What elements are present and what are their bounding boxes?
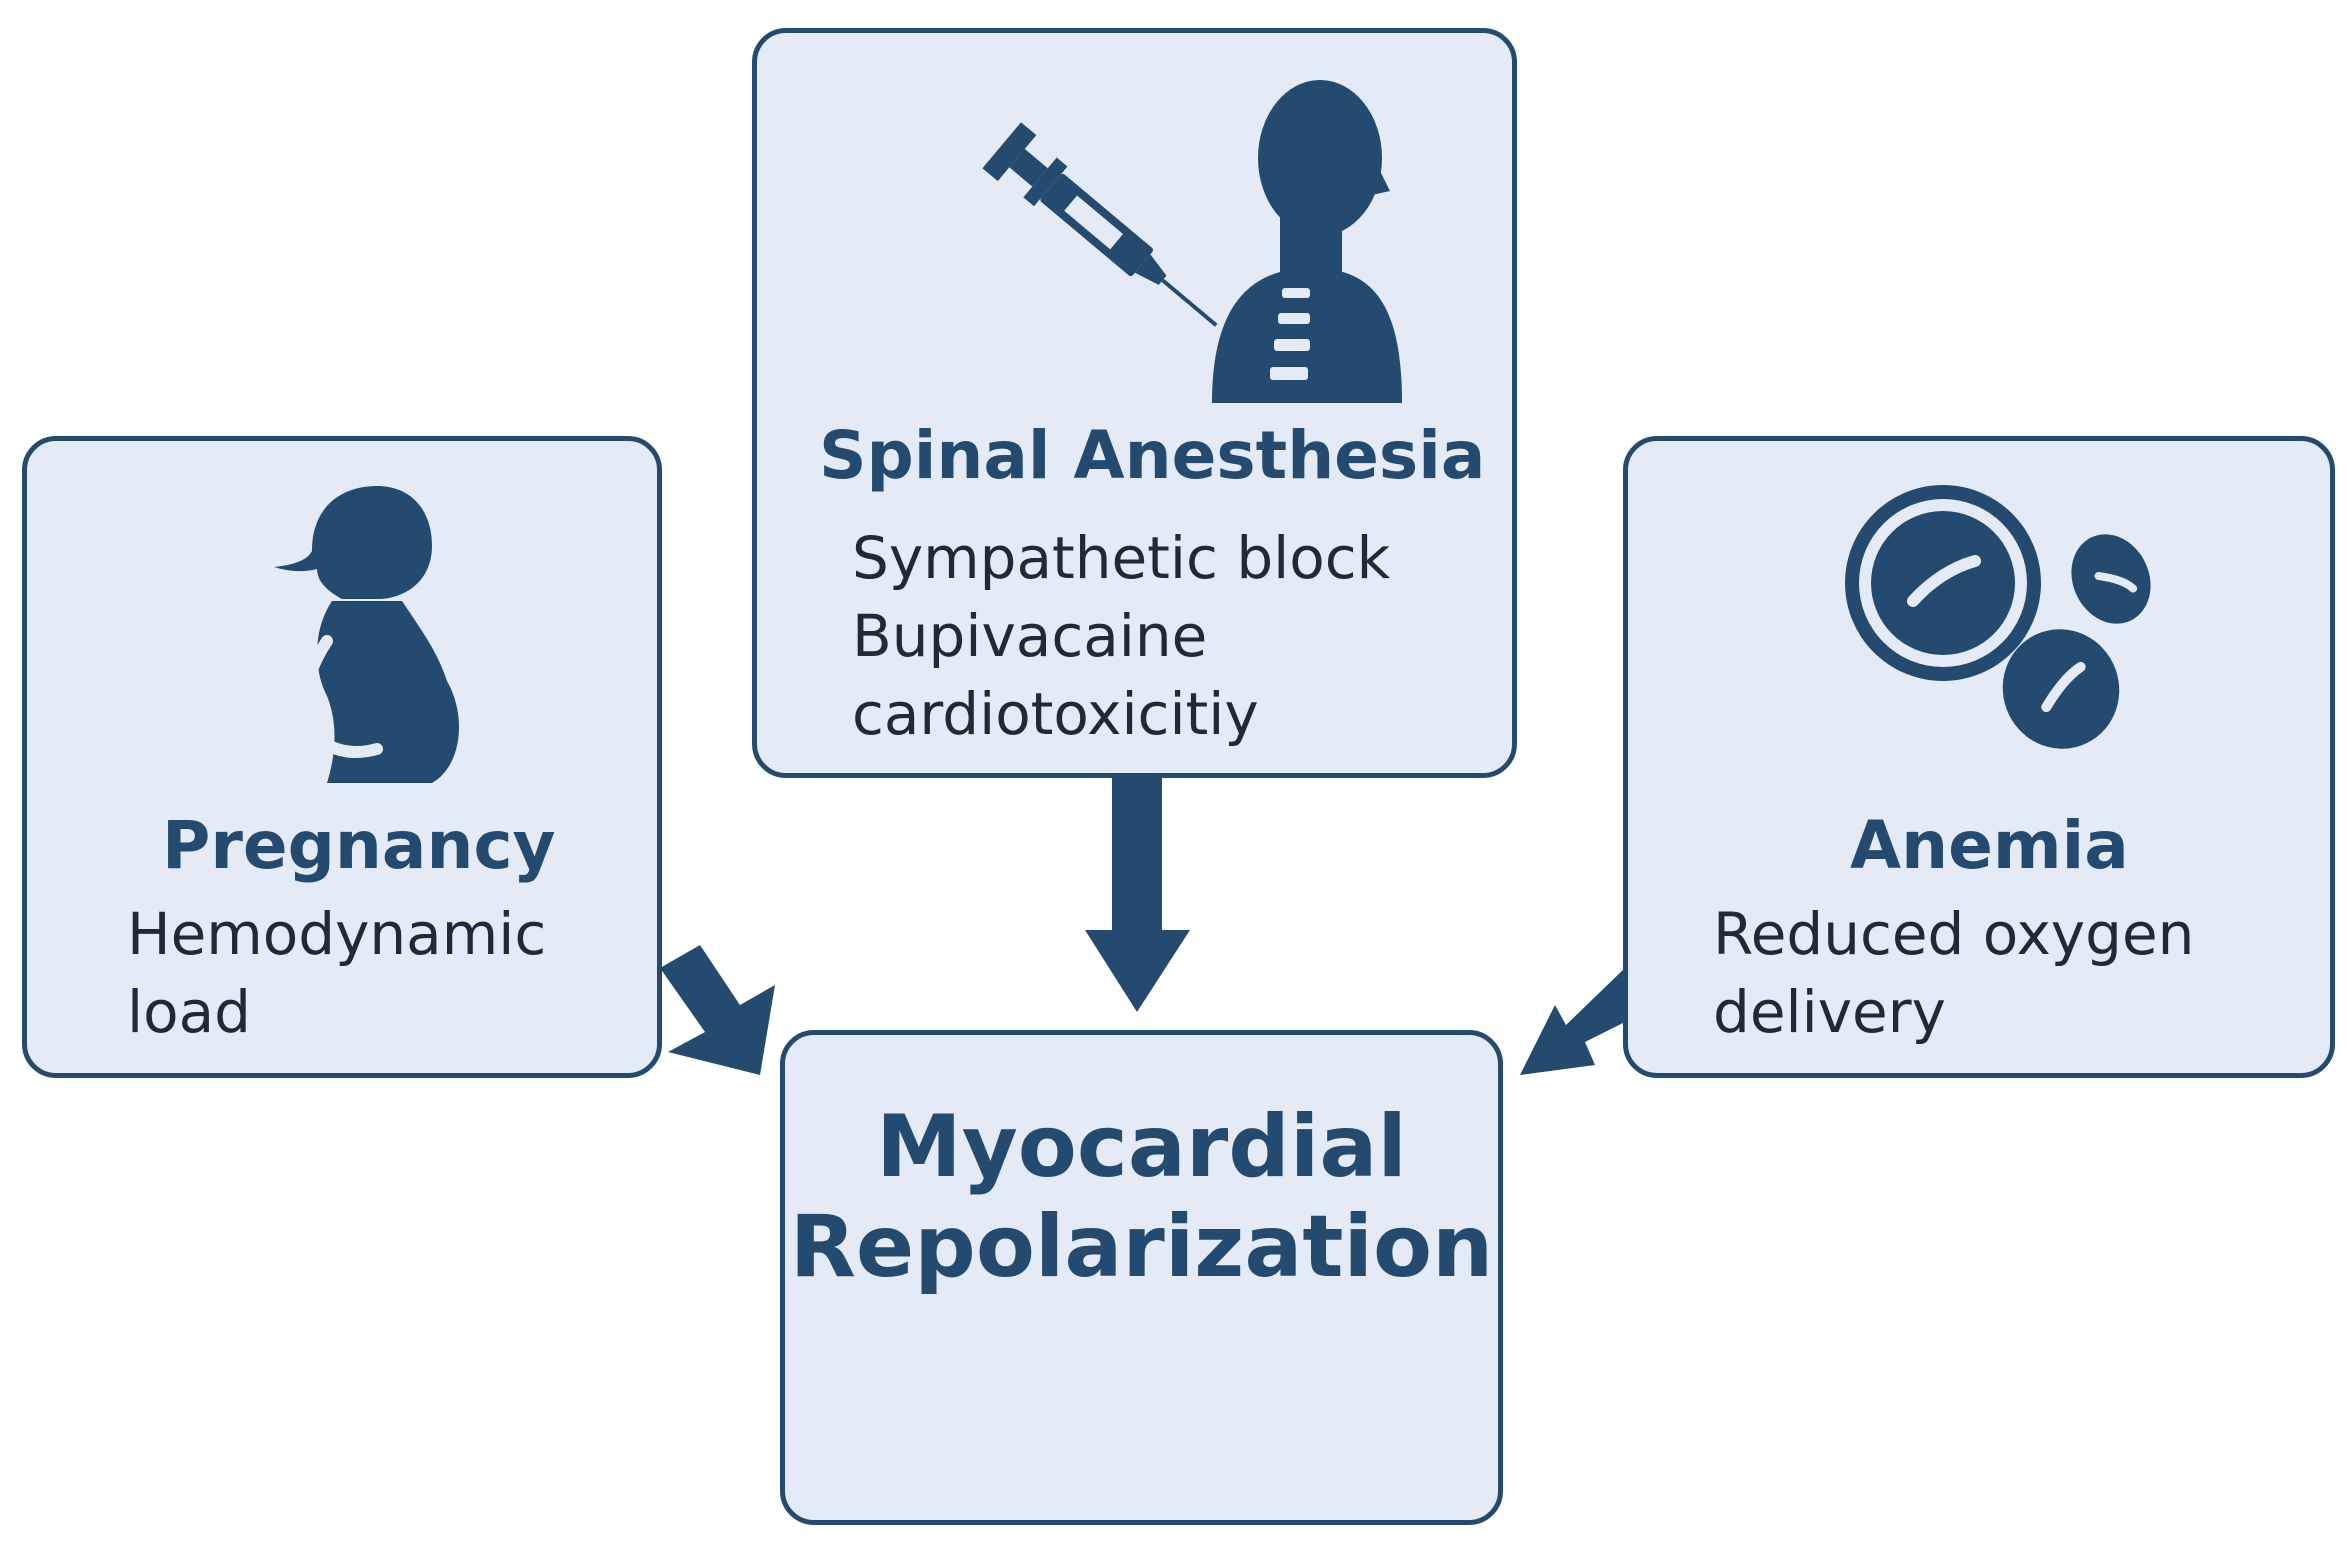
arrow-pregnancy-to-outcome [660,945,775,1075]
red-blood-cells-icon [1845,485,2151,749]
outcome-line-1: Myocardial [876,1097,1407,1197]
arrow-anemia-to-outcome [1520,968,1625,1075]
pregnancy-description: Hemodynamic load [127,895,546,1051]
spinal-anesthesia-title: Spinal Anesthesia [819,417,1486,494]
outcome-title: Myocardial Repolarization [785,1097,1498,1297]
node-pregnancy: Pregnancy Hemodynamic load [22,436,662,1078]
spinal-line-2: Bupivacaine [852,602,1208,670]
anemia-title: Anemia [1850,807,2129,884]
spinal-line-1: Sympathetic block [852,524,1391,592]
spinal-line-3: cardiotoxicitiy [852,680,1259,748]
spinal-anesthesia-description: Sympathetic block Bupivacaine cardiotoxi… [852,519,1390,753]
arrow-spinal-to-outcome [1112,776,1162,936]
anemia-line-1: Reduced oxygen [1713,900,2195,968]
pregnancy-title: Pregnancy [162,807,556,884]
node-anemia: Anemia Reduced oxygen delivery [1623,436,2335,1078]
pregnancy-line-2: load [127,978,251,1046]
node-spinal-anesthesia: Spinal Anesthesia Sympathetic block Bupi… [752,28,1517,778]
pregnancy-line-1: Hemodynamic [127,900,547,968]
outcome-line-2: Repolarization [789,1197,1494,1297]
anemia-line-2: delivery [1713,978,1946,1046]
arrow-spinal-head [1085,930,1190,1012]
pregnant-woman-icon [274,486,459,783]
node-myocardial-repolarization: Myocardial Repolarization [780,1030,1503,1525]
syringe-spine-icon [982,80,1402,403]
anemia-description: Reduced oxygen delivery [1713,895,2194,1051]
